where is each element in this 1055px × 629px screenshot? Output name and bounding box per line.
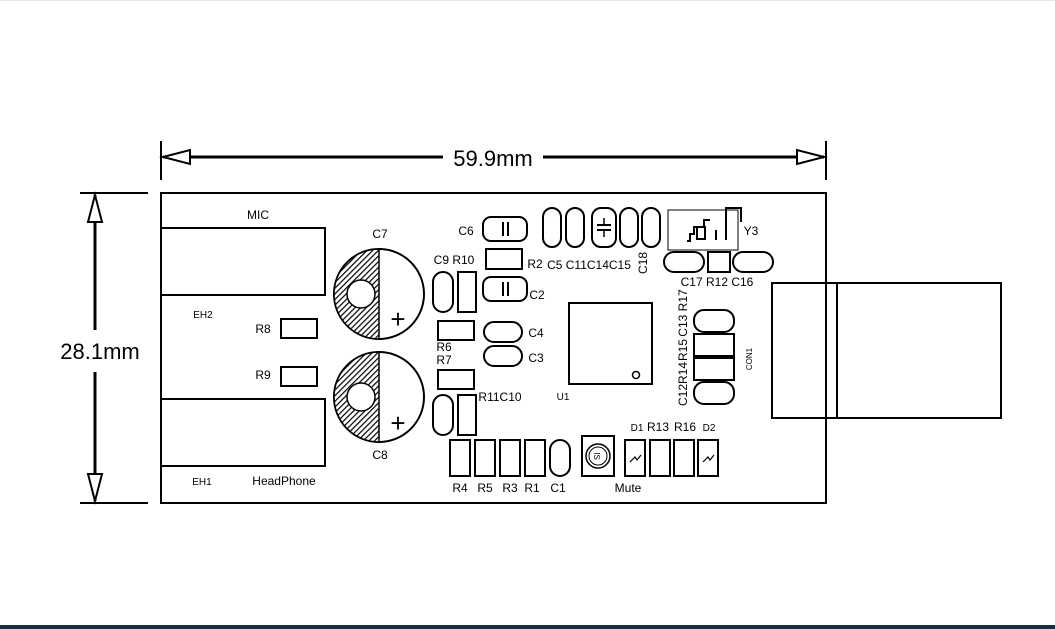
capacitor-c16 bbox=[732, 251, 774, 273]
resistor-r5 bbox=[474, 439, 496, 477]
height-label: 28.1mm bbox=[60, 339, 139, 364]
headphone-label: HeadPhone bbox=[252, 474, 316, 488]
eh1-label: EH1 bbox=[192, 477, 212, 488]
c5c11c14c15-label: C5 C11C14C15 bbox=[547, 258, 631, 272]
capacitor-c18 bbox=[641, 207, 661, 248]
ic-u1 bbox=[568, 302, 653, 385]
capacitor-c4 bbox=[483, 321, 523, 343]
resistor-r6 bbox=[437, 320, 475, 341]
r2-label: R2 bbox=[527, 257, 543, 271]
top-border bbox=[0, 0, 1055, 1]
c9r10-label: C9 R10 bbox=[434, 253, 475, 267]
connector-eh2 bbox=[160, 227, 326, 296]
r6-label: R6 bbox=[436, 340, 452, 354]
c13r17-label: C13 R17 bbox=[676, 289, 690, 337]
capacitor-c1 bbox=[549, 439, 571, 477]
resistor-r2 bbox=[485, 248, 523, 270]
c18-label: C18 bbox=[636, 252, 650, 274]
r4-label: R4 bbox=[452, 481, 468, 495]
led-icon bbox=[702, 454, 715, 463]
usb-connector-con1 bbox=[771, 282, 1002, 419]
resistor-r4 bbox=[449, 439, 471, 477]
y3-label: Y3 bbox=[744, 224, 759, 238]
led-d1 bbox=[624, 439, 646, 477]
led-icon bbox=[629, 454, 642, 463]
resistor-r1 bbox=[524, 439, 546, 477]
r16-label: R16 bbox=[674, 420, 696, 434]
u1-label: U1 bbox=[557, 392, 570, 403]
arrow-right-icon bbox=[796, 148, 828, 166]
connector-eh1 bbox=[160, 398, 326, 467]
resistor-r7 bbox=[437, 369, 475, 390]
resistor-r15 bbox=[693, 357, 735, 381]
capacitor-c3 bbox=[483, 345, 523, 367]
resistor-r3 bbox=[499, 439, 521, 477]
c17r12c16-label: C17 R12 C16 bbox=[681, 275, 754, 289]
plus-icon: + bbox=[390, 408, 405, 438]
bottom-bar bbox=[0, 625, 1055, 629]
resistor-r12 bbox=[707, 251, 731, 273]
r13-label: R13 bbox=[647, 420, 669, 434]
c7-label: C7 bbox=[372, 227, 388, 241]
led-d2 bbox=[697, 439, 719, 477]
r5-label: R5 bbox=[477, 481, 493, 495]
capacitor-c9 bbox=[432, 271, 454, 313]
capacitor-c7: + bbox=[333, 248, 425, 340]
capacitor-c15 bbox=[619, 207, 639, 248]
c2-label: C2 bbox=[529, 288, 545, 302]
r9-label: R9 bbox=[255, 368, 271, 382]
capacitor-c8: + bbox=[333, 351, 425, 443]
d2-label: D2 bbox=[703, 423, 716, 434]
resistor-r11 bbox=[457, 394, 477, 436]
height-dimension: 28.1mm bbox=[60, 191, 148, 505]
mic-label: MIC bbox=[247, 208, 269, 222]
c6-label: C6 bbox=[458, 224, 474, 238]
width-label: 59.9mm bbox=[453, 146, 532, 171]
pin1-marker-icon bbox=[631, 370, 641, 380]
c12r14-label: C12R14 bbox=[676, 362, 690, 406]
r3-label: R3 bbox=[502, 481, 518, 495]
plus-icon: + bbox=[390, 304, 405, 334]
width-dimension: 59.9mm bbox=[159, 141, 828, 180]
capacitor-c2 bbox=[482, 276, 528, 302]
capacitor-c12 bbox=[693, 381, 735, 405]
resistor-r17 bbox=[693, 333, 735, 357]
capacitor-c11 bbox=[565, 207, 585, 248]
c4-label: C4 bbox=[528, 326, 544, 340]
resistor-r10 bbox=[457, 271, 477, 313]
con1-label: CON1 bbox=[745, 347, 754, 370]
capacitor-c13 bbox=[693, 309, 735, 333]
crystal-y3 bbox=[667, 207, 742, 251]
arrow-down-icon bbox=[86, 473, 104, 505]
r15-label: R15 bbox=[676, 339, 690, 361]
eh2-label: EH2 bbox=[193, 310, 213, 321]
capacitor-c17 bbox=[663, 251, 705, 273]
c1-label: C1 bbox=[550, 481, 566, 495]
arrow-left-icon bbox=[159, 148, 191, 166]
resistor-r13 bbox=[649, 439, 671, 477]
board-outline bbox=[160, 192, 827, 504]
capacitor-c10 bbox=[432, 394, 454, 436]
mute-switch: IS bbox=[581, 435, 615, 477]
capacitor-c14 bbox=[591, 207, 617, 248]
r8-label: R8 bbox=[255, 322, 271, 336]
r1-label: R1 bbox=[524, 481, 540, 495]
resistor-r9 bbox=[280, 366, 318, 387]
resistor-r16 bbox=[673, 439, 695, 477]
r7-label: R7 bbox=[436, 353, 452, 367]
capacitor-c5 bbox=[542, 207, 562, 248]
c8-label: C8 bbox=[372, 448, 388, 462]
svg-text:IS: IS bbox=[592, 452, 601, 460]
r11c10-label: R11C10 bbox=[478, 390, 521, 404]
capacitor-c6 bbox=[482, 216, 528, 242]
mute-label: Mute bbox=[615, 481, 642, 495]
arrow-up-icon bbox=[86, 191, 104, 223]
resistor-r8 bbox=[280, 318, 318, 339]
c3-label: C3 bbox=[528, 351, 544, 365]
d1-label: D1 bbox=[631, 423, 644, 434]
